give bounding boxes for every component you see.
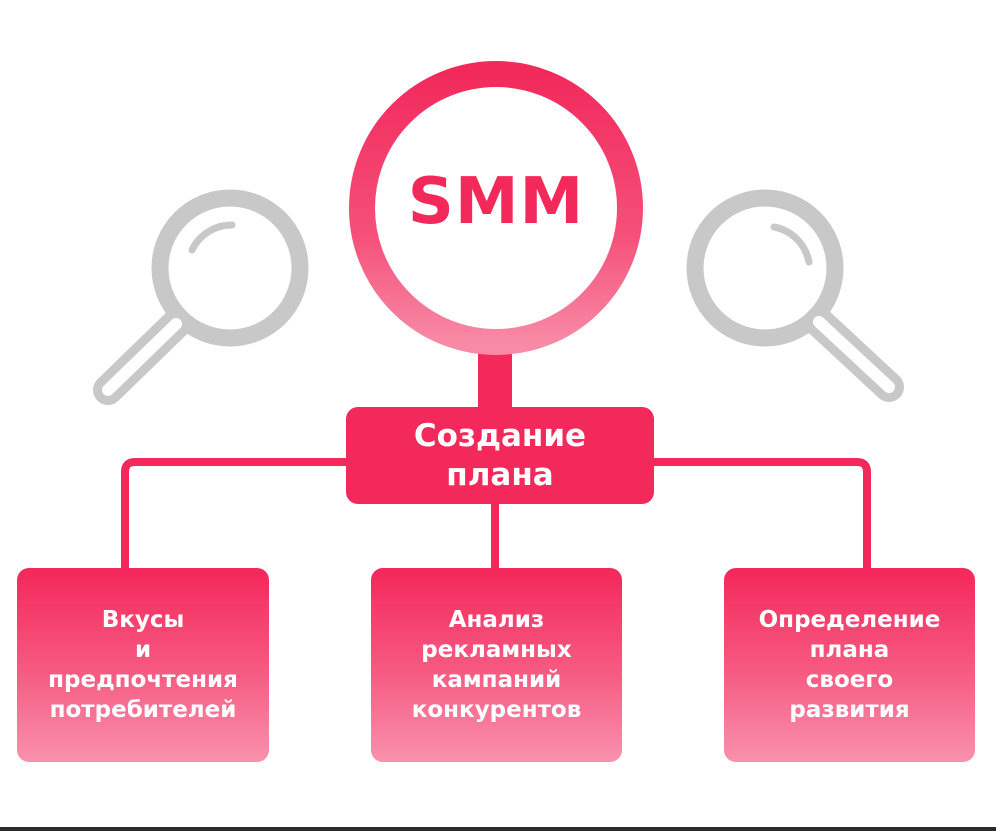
branch-node-label: Вкусы и предпочтения потребителей [48,607,238,723]
magnifier-icon-left [93,189,309,405]
magnifier-icon-main [349,61,643,355]
main-title: SMM [407,165,585,239]
center-node-label: Создание плана [413,417,587,493]
branch-node-development-plan: Определение плана своего развития [724,568,975,762]
center-node: Создание плана [346,407,654,504]
branch-node-consumer-preferences: Вкусы и предпочтения потребителей [17,568,269,762]
branch-node-label: Анализ рекламных кампаний конкурентов [411,607,582,723]
main-magnifier-handle [478,352,512,410]
bottom-divider [0,827,996,831]
connector-lines [121,458,871,570]
branch-node-competitor-analysis: Анализ рекламных кампаний конкурентов [371,568,622,762]
branch-node-label: Определение плана своего развития [758,607,941,723]
magnifier-icon-right [686,189,904,402]
